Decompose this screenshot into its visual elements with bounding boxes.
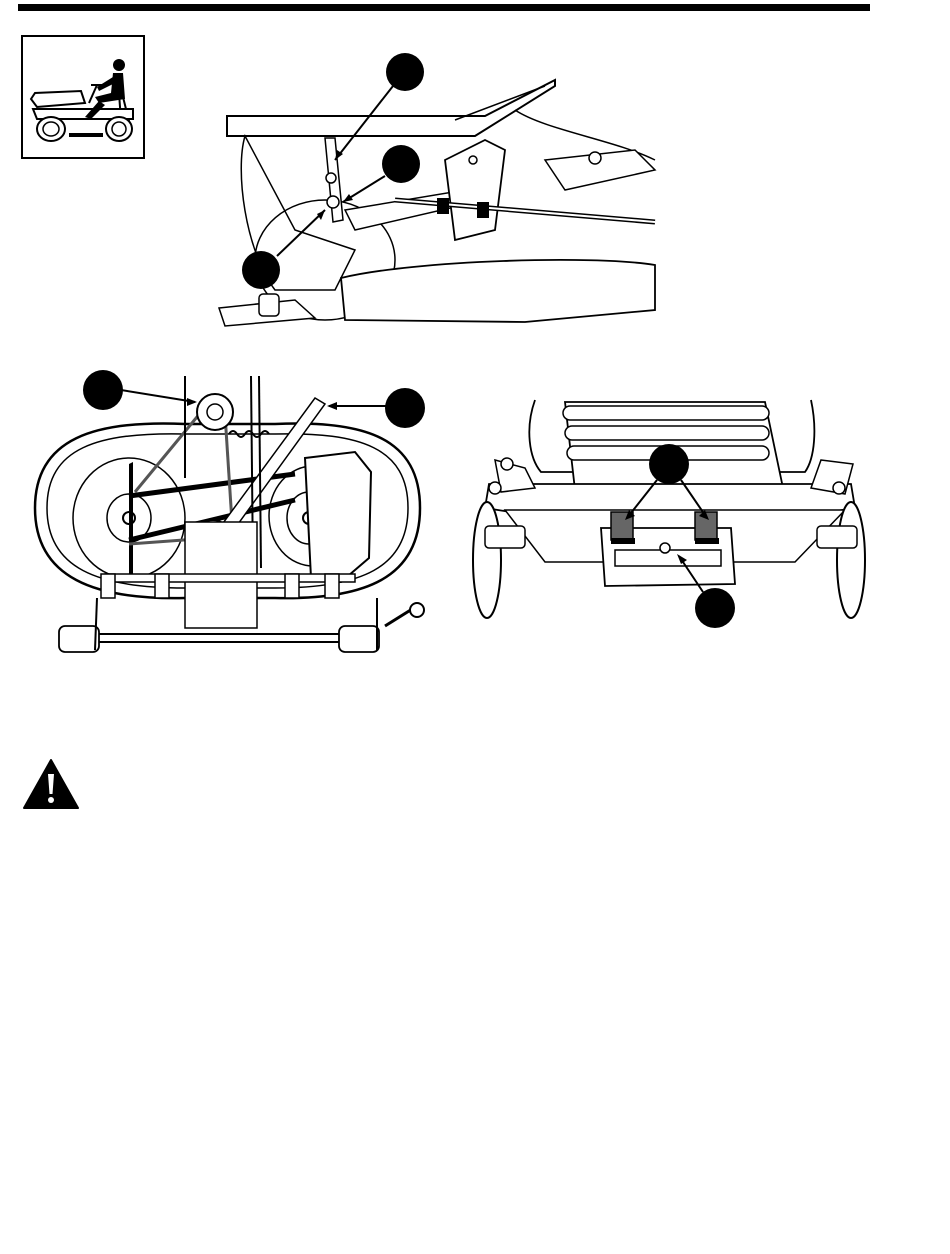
callout-dot [649,444,689,484]
callout-dot [695,588,735,628]
riding-tractor-icon [21,35,145,159]
callout-dot [242,251,280,289]
deck-linkage-figure [215,50,665,330]
callout-dot [385,388,425,428]
front-bracket-figure [465,398,875,633]
top-rule [18,4,870,11]
warning-triangle-icon [22,758,80,810]
callout-dot [386,53,424,91]
mower-deck-belt-figure [25,368,435,658]
callout-dot [382,145,420,183]
callout-dot [83,370,123,410]
